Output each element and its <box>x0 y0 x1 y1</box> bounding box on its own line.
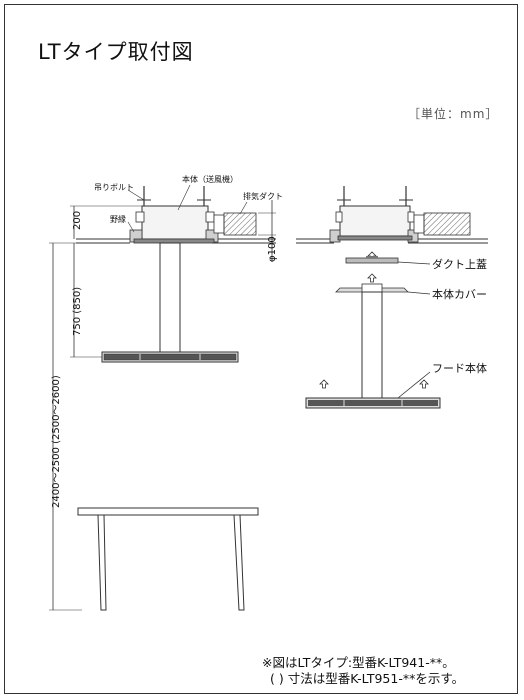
label-nobuchi: 野縁 <box>110 214 126 224</box>
table-leg-left <box>97 514 107 611</box>
label-hood-body: フード本体 <box>432 361 487 375</box>
label-exhaust-duct: 排気ダクト <box>243 191 283 201</box>
hood-pole <box>159 242 181 354</box>
drawing-frame <box>4 4 518 694</box>
right-diagram: ダクト上蓋 本体カバー フード本体 <box>296 186 488 409</box>
dim-200: 200 <box>72 211 83 230</box>
dim-phi100: φ100 <box>267 236 278 262</box>
label-duct-lid: ダクト上蓋 <box>432 257 487 271</box>
fan-unit-body <box>141 205 209 240</box>
label-fan-body: 本体（送風機） <box>182 174 238 184</box>
table-top <box>77 507 259 516</box>
left-diagram: 200 φ100 吊りボルト 本体（送風機） 排気ダクト 野縁 750 (850… <box>49 174 283 611</box>
label-hanging-bolt: 吊りボルト <box>94 183 134 192</box>
page-title: LTタイプ取付図 <box>38 40 194 64</box>
label-body-cover: 本体カバー <box>432 287 487 301</box>
exhaust-duct <box>223 212 257 236</box>
duct-lid <box>345 257 399 264</box>
dim-750: 750 (850) <box>72 287 83 336</box>
note-line-2: ( ) 寸法は型番K-LT951-**を示す。 <box>270 671 465 686</box>
dim-2400: 2400〜2500 (2500〜2600) <box>51 375 62 508</box>
note-line-1: ※図はLTタイプ:型番K-LT941-**。 <box>262 655 455 670</box>
unit-label: ［単位：mm］ <box>408 107 499 121</box>
table-leg-right <box>233 514 245 611</box>
